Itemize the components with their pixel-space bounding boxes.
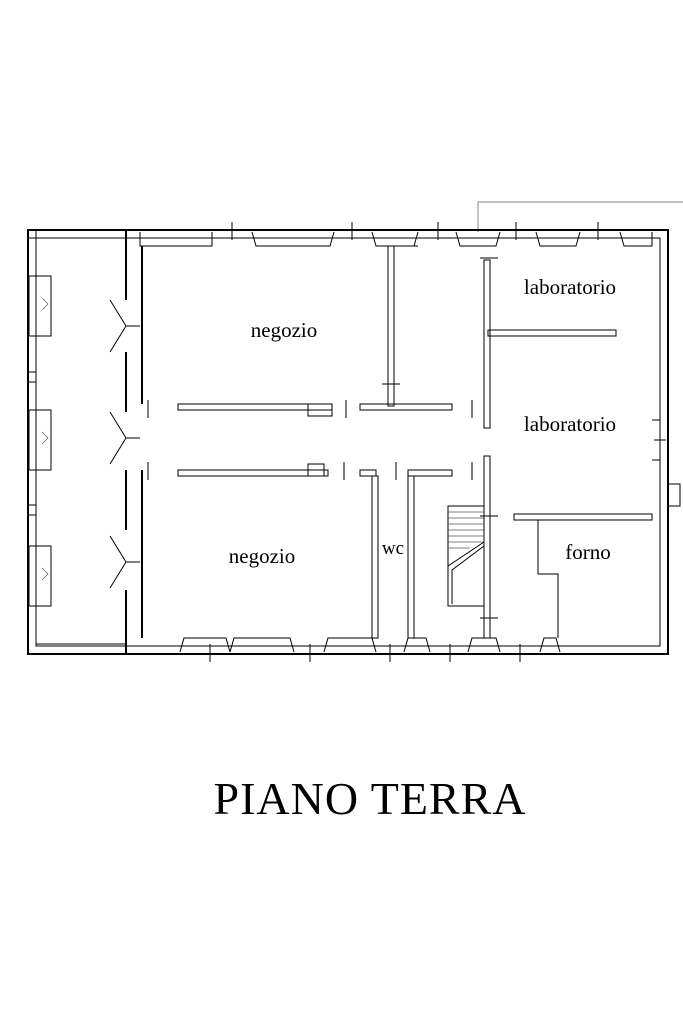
room-label-laboratorio-top: laboratorio bbox=[524, 275, 616, 299]
room-label-negozio-top: negozio bbox=[251, 318, 317, 342]
portico-window-2 bbox=[28, 409, 52, 471]
room-label-laboratorio-mid: laboratorio bbox=[524, 412, 616, 436]
portico-window-1 bbox=[28, 275, 52, 337]
portico bbox=[27, 229, 127, 654]
portico-doors bbox=[109, 299, 140, 589]
opening-ticks bbox=[147, 222, 666, 662]
staircase bbox=[447, 505, 485, 607]
portico-window-3 bbox=[28, 545, 52, 607]
plan-title: PIANO TERRA bbox=[213, 773, 526, 824]
room-label-wc: wc bbox=[382, 538, 404, 559]
top-windows bbox=[139, 231, 653, 247]
room-label-negozio-bottom: negozio bbox=[229, 544, 295, 568]
bottom-windows bbox=[179, 637, 561, 653]
property-line bbox=[477, 201, 683, 232]
interior-walls bbox=[141, 245, 681, 639]
room-label-forno: forno bbox=[565, 540, 611, 564]
